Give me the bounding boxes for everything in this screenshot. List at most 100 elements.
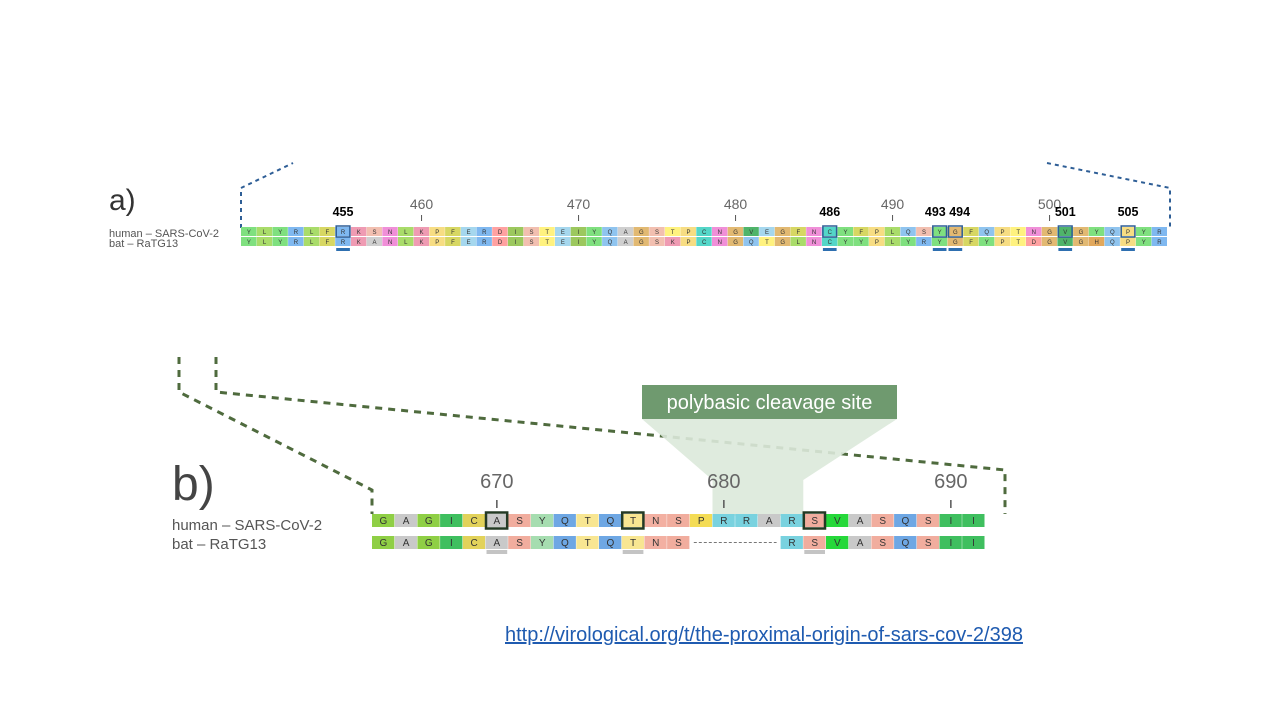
- panel-a-human-residue-letter: F: [451, 230, 455, 236]
- panel-a-bat-residue-cell: [602, 237, 618, 246]
- panel-b-human-residue-cell: [530, 514, 554, 527]
- panel-a-bat-residue-cell: [1057, 237, 1073, 246]
- panel-a-human-residue-cell: [900, 227, 916, 236]
- panel-a-human-residue-cell: [837, 227, 853, 236]
- panel-a-bat-residue-letter: S: [655, 240, 659, 246]
- panel-b-bat-residue-letter: Q: [561, 538, 569, 549]
- panel-b-human-residue-letter: N: [652, 516, 659, 527]
- panel-b-bat-residue-letter: A: [403, 538, 410, 549]
- panel-b-human-residue-cell: [780, 514, 803, 527]
- panel-a-bat-residue-letter: L: [891, 240, 895, 246]
- panel-a-human-residue-letter: Y: [1142, 230, 1146, 236]
- panel-a-highlight-label: 501: [1055, 205, 1076, 219]
- panel-a-human-residue-letter: L: [263, 230, 267, 236]
- panel-a-bat-residue-cell: [586, 237, 602, 246]
- panel-b-tick-label: 680: [707, 471, 740, 493]
- panel-a-bat-residue-letter: K: [420, 240, 424, 246]
- panel-b-bat-residue-letter: N: [652, 538, 659, 549]
- panel-a-human-residue-letter: Y: [1095, 230, 1099, 236]
- panel-a-human-residue-letter: E: [561, 230, 565, 236]
- panel-a-bat-residue-cell: [947, 237, 963, 246]
- panel-a-human-residue-cell: [869, 227, 885, 236]
- panel-a-bat-residue-cell: [570, 237, 587, 246]
- panel-a-bat-residue-cell: [445, 237, 461, 246]
- panel-a-bat-residue-cell: [774, 237, 791, 246]
- panel-a-human-residue-letter: Y: [592, 230, 596, 236]
- panel-a-human-residue-letter: D: [498, 230, 503, 236]
- panel-b-human-residue-cell: [553, 514, 576, 527]
- panel-a-bat-residue-letter: Q: [749, 240, 754, 246]
- panel-a-human-residue-letter: F: [969, 230, 973, 236]
- panel-b-bat-residue-cell: [530, 536, 554, 549]
- panel-a-highlight-box: [335, 225, 351, 238]
- panel-a-human-residue-cell: [1073, 227, 1089, 236]
- panel-a-bat-residue-letter: S: [529, 240, 533, 246]
- panel-b-bat-residue-letter: R: [788, 538, 795, 549]
- panel-a-human-residue-cell: [712, 227, 728, 236]
- panel-b-residue-box: [802, 511, 827, 530]
- panel-a-human-residue-letter: A: [624, 230, 628, 236]
- panel-a-bat-residue-letter: H: [1094, 240, 1098, 246]
- panel-a-human-residue-cell: [853, 227, 869, 236]
- panel-a-bat-residue-letter: L: [797, 240, 801, 246]
- panel-a-bat-residue-letter: Q: [1110, 240, 1115, 246]
- panel-a-human-residue-letter: R: [1157, 230, 1162, 236]
- panel-a-human-residue-letter: P: [1126, 230, 1130, 236]
- panel-a-human-residue-cell: [445, 227, 461, 236]
- source-url-link[interactable]: http://virological.org/t/the-proximal-or…: [505, 624, 1023, 646]
- panel-a-human-residue-letter: N: [388, 230, 392, 236]
- panel-a-bat-residue-letter: I: [578, 240, 580, 246]
- panel-b-bat-residue-letter: T: [585, 538, 591, 549]
- panel-b-human-residue-cell: [599, 514, 622, 527]
- panel-a-bat-residue-letter: Y: [278, 240, 282, 246]
- panel-b-human-residue-cell: [485, 514, 508, 527]
- panel-b-human-residue-cell: [939, 514, 962, 527]
- panel-a-bat-residue-cell: [680, 237, 696, 246]
- panel-b-human-residue-letter: A: [857, 516, 864, 527]
- panel-a-tick-label: 470: [567, 196, 591, 212]
- panel-a-human-residue-cell: [539, 227, 555, 236]
- panel-a-bat-residue-letter: E: [467, 240, 471, 246]
- panel-b-bat-residue-cell: [871, 536, 894, 549]
- cleavage-label-box: [642, 385, 897, 419]
- panel-a-human-residue-cell: [1026, 227, 1042, 236]
- panel-a-human-residue-cell: [978, 227, 995, 236]
- panel-a-human-residue-cell: [1010, 227, 1026, 236]
- panel-b-human-residue-cell: [417, 514, 440, 527]
- panel-b-bat-residue-letter: I: [450, 538, 453, 549]
- panel-a-human-residue-cell: [821, 227, 838, 236]
- panel-a-bat-residue-letter: Y: [592, 240, 596, 246]
- panel-b-bat-residue-cell: [553, 536, 576, 549]
- panel-a-human-residue-cell: [947, 227, 963, 236]
- panel-a-human-residue-letter: C: [828, 230, 833, 236]
- panel-a-bat-residue-cell: [1010, 237, 1026, 246]
- panel-a-bat-residue-cell: [696, 237, 712, 246]
- panel-a-bat-residue-letter: C: [702, 240, 707, 246]
- panel-a-bat-residue-letter: E: [561, 240, 565, 246]
- panel-b-human-residue-cell: [667, 514, 690, 527]
- panel-a-human-residue-cell: [1088, 227, 1105, 236]
- panel-b-human-residue-cell: [962, 514, 985, 527]
- panel-b-human-residue-letter: A: [766, 516, 773, 527]
- panel-a-human-residue-cell: [727, 227, 744, 236]
- panel-a-human-residue-cell: [696, 227, 712, 236]
- panel-a-bat-residue-letter: Y: [859, 240, 863, 246]
- panel-a-human-residue-letter: G: [639, 230, 644, 236]
- panel-a-human-residue-cell: [319, 227, 335, 236]
- panel-a-bat-residue-letter: F: [451, 240, 455, 246]
- panel-b-bat-residue-cell: [417, 536, 440, 549]
- panel-b-human-residue-cell: [576, 514, 599, 527]
- panel-b-bat-residue-cell: [962, 536, 985, 549]
- panel-b-bat-residue-cell: [667, 536, 690, 549]
- panel-b-human-residue-letter: R: [720, 516, 727, 527]
- panel-a-human-residue-cell: [994, 227, 1010, 236]
- panel-a-human-residue-letter: L: [891, 230, 895, 236]
- panel-b-human-residue-letter: P: [698, 516, 705, 527]
- panel-a-human-residue-cell: [476, 227, 492, 236]
- panel-a-bat-residue-letter: Y: [843, 240, 847, 246]
- panel-b-bat-residue-letter: I: [949, 538, 952, 549]
- panel-a-bat-residue-letter: G: [639, 240, 644, 246]
- panel-b-human-residue-letter: Y: [539, 516, 546, 527]
- panel-a-bat-residue-cell: [429, 237, 445, 246]
- panel-b-bat-residue-cell: [826, 536, 849, 549]
